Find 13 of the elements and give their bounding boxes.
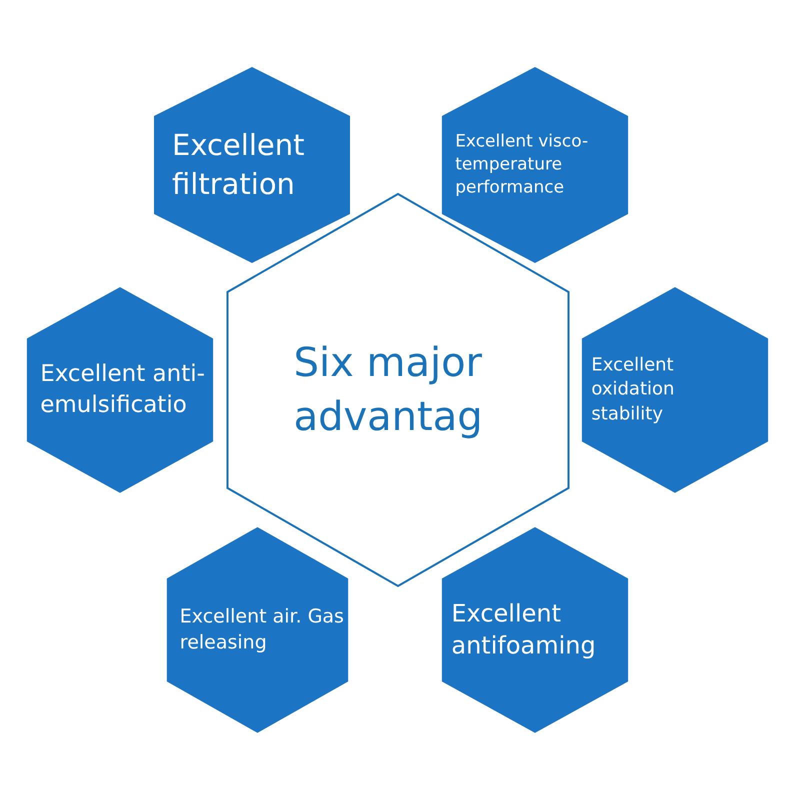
node-text: Excellent air. Gas releasing	[180, 604, 345, 655]
hexagon-node	[152, 65, 352, 265]
node-text: Excellent oxidation stability	[591, 354, 676, 426]
hexagon-node	[165, 525, 350, 735]
hexagon-node	[25, 285, 215, 495]
node-text: Excellent visco-temperature performance	[455, 130, 590, 200]
node-text: Excellent filtration	[172, 126, 306, 203]
node-text: Excellent antifoaming	[451, 598, 597, 662]
hexagon-node	[580, 285, 770, 495]
hexagon-node	[440, 65, 630, 265]
node-text: Six major advantag	[294, 339, 484, 442]
hexagon-node	[440, 525, 630, 735]
node-text: Excellent anti-emulsificatio	[40, 360, 206, 420]
